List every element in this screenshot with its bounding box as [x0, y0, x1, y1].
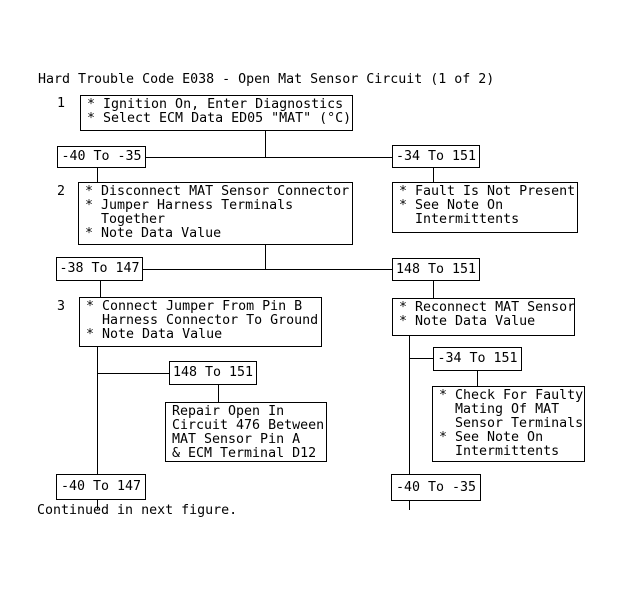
step-3-number: 3: [57, 299, 66, 314]
connector-branch1-horizontal: [146, 157, 392, 158]
step-1-number: 1: [57, 96, 66, 111]
range-box-2-right: 148 To 151: [392, 258, 480, 281]
connector-continue-left-stub: [97, 500, 98, 509]
connector-step2-down: [265, 245, 266, 269]
range-box-4-left: -40 To 147: [56, 474, 146, 500]
connector-continue-right-stub: [409, 501, 410, 510]
step-3-text: * Connect Jumper From Pin B Harness Conn…: [86, 299, 319, 342]
connector-range1-left-down: [97, 168, 98, 182]
range-box-4-right: -40 To -35: [391, 474, 481, 501]
connector-reconnect-down: [409, 336, 410, 474]
connector-range3-mid-down: [218, 385, 219, 402]
connector-branch2-horizontal: [143, 269, 392, 270]
range-box-1-left: -40 To -35: [57, 146, 146, 168]
reconnect-sensor-text: * Reconnect MAT Sensor * Note Data Value: [399, 300, 576, 329]
connector-branch4-horizontal: [409, 358, 433, 359]
connector-step3-down: [97, 347, 98, 474]
connector-range1-right-down: [433, 168, 434, 182]
range-box-3-right: -34 To 151: [433, 347, 522, 371]
step-3-box: * Connect Jumper From Pin B Harness Conn…: [79, 297, 322, 347]
repair-circuit-text: Repair Open In Circuit 476 Between MAT S…: [172, 404, 325, 461]
step-2-number: 2: [57, 184, 66, 199]
footer-note: Continued in next figure.: [37, 503, 238, 518]
fault-not-present-text: * Fault Is Not Present * See Note On Int…: [399, 184, 576, 227]
range-box-3-mid: 148 To 151: [169, 361, 257, 385]
step-1-text: * Ignition On, Enter Diagnostics * Selec…: [87, 97, 352, 126]
connector-branch3-horizontal: [97, 373, 169, 374]
connector-range3-right-down: [477, 371, 478, 386]
page-title: Hard Trouble Code E038 - Open Mat Sensor…: [38, 72, 495, 87]
check-mating-text: * Check For Faulty Mating Of MAT Sensor …: [439, 388, 584, 459]
connector-range2-right-down: [433, 281, 434, 298]
connector-step1-down: [265, 131, 266, 157]
fault-not-present-box: * Fault Is Not Present * See Note On Int…: [392, 182, 578, 233]
step-2-text: * Disconnect MAT Sensor Connector * Jump…: [85, 184, 350, 241]
reconnect-sensor-box: * Reconnect MAT Sensor * Note Data Value: [392, 298, 575, 336]
check-mating-box: * Check For Faulty Mating Of MAT Sensor …: [432, 386, 585, 462]
step-2-box: * Disconnect MAT Sensor Connector * Jump…: [78, 182, 353, 245]
range-box-2-left: -38 To 147: [56, 257, 143, 281]
step-1-box: * Ignition On, Enter Diagnostics * Selec…: [80, 95, 353, 131]
connector-range2-left-down: [100, 281, 101, 297]
range-box-1-right: -34 To 151: [392, 145, 480, 168]
repair-circuit-box: Repair Open In Circuit 476 Between MAT S…: [165, 402, 327, 462]
